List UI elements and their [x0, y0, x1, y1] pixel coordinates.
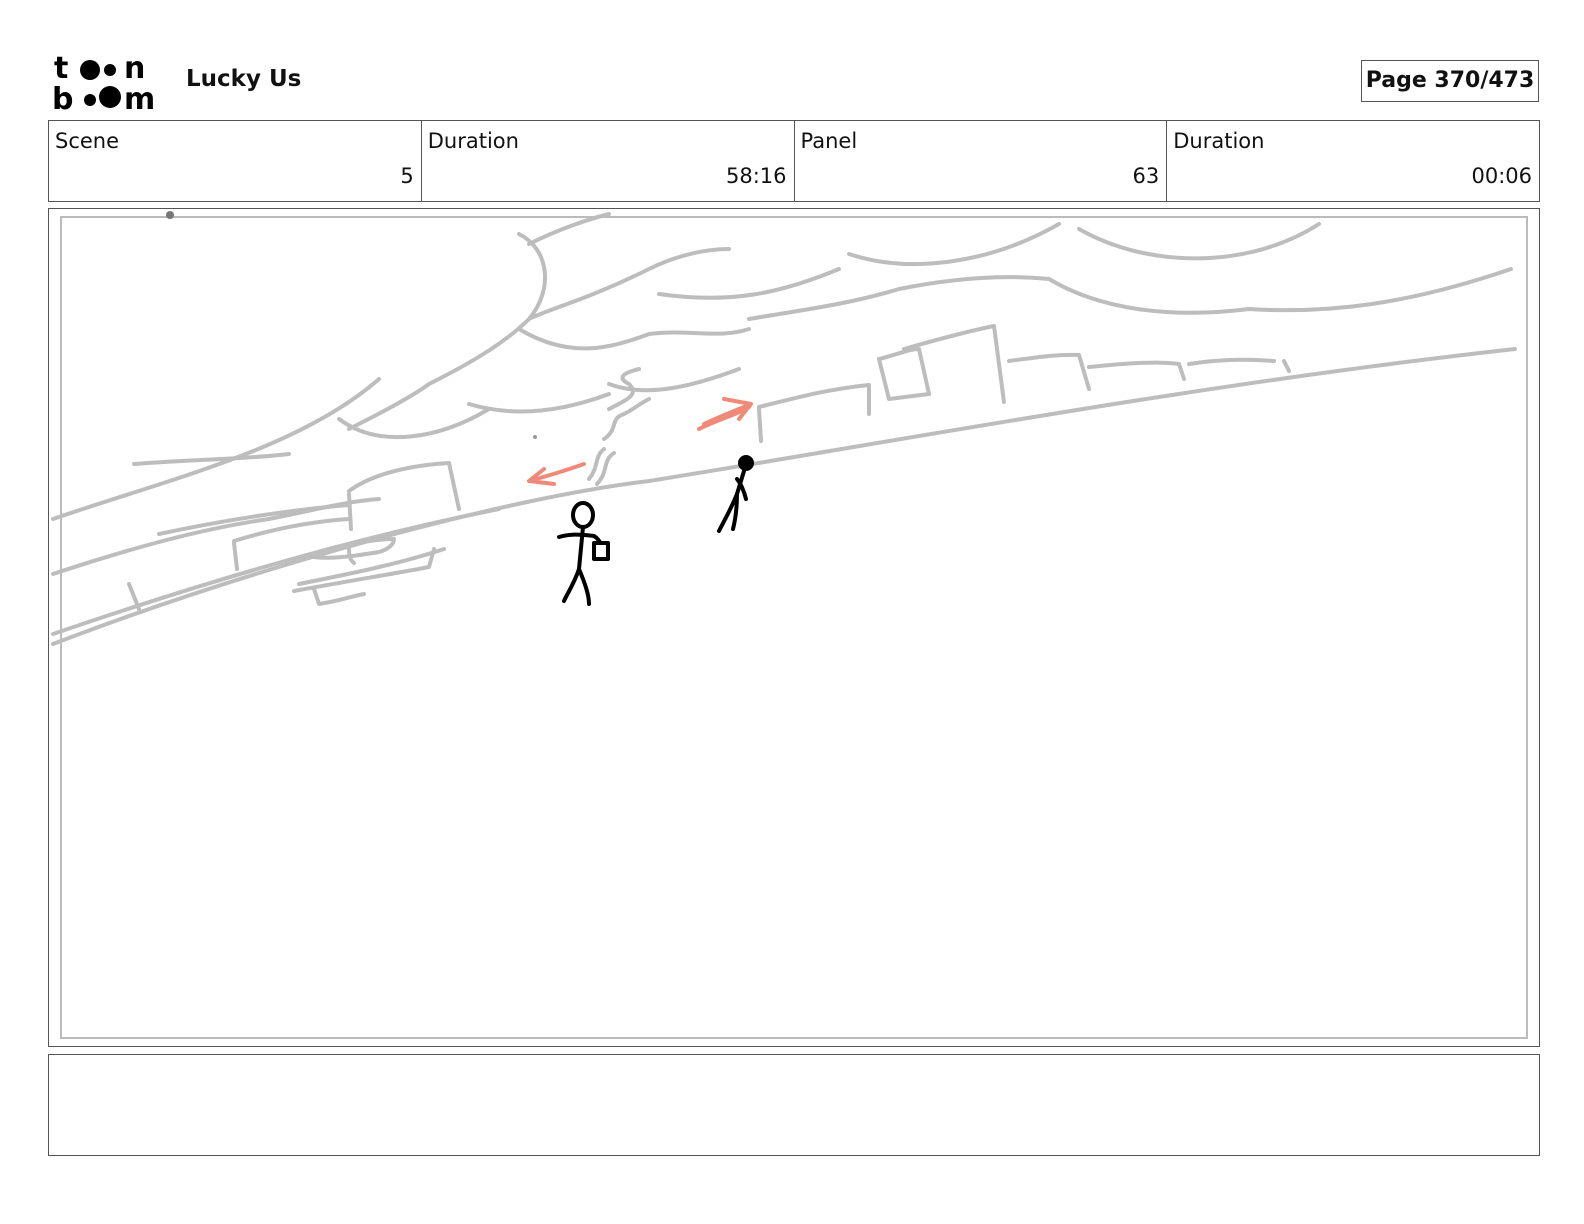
panel-sketch — [51, 211, 1517, 646]
motion-arrows — [527, 397, 753, 486]
figure-left — [557, 501, 610, 606]
svg-text:m: m — [124, 82, 155, 112]
panel-duration-cell: Duration 00:06 — [1167, 121, 1539, 201]
figure-right — [717, 455, 754, 533]
scene-cell: Scene 5 — [49, 121, 422, 201]
background-sketch — [51, 212, 1517, 646]
panel-cell: Panel 63 — [795, 121, 1168, 201]
info-strip: Scene 5 Duration 58:16 Panel 63 Duration… — [48, 120, 1540, 202]
scene-value: 5 — [400, 164, 414, 188]
toon-boom-logo: t n b m — [52, 51, 155, 112]
panel-value: 63 — [1132, 164, 1160, 188]
scene-duration-value: 58:16 — [725, 164, 787, 188]
project-title: Lucky Us — [186, 66, 302, 92]
panel-notes — [48, 1054, 1540, 1156]
scene-duration-label: Duration — [427, 129, 519, 153]
page-counter: Page 370/473 — [1361, 60, 1539, 102]
stray-dot — [533, 435, 537, 439]
scene-duration-cell: Duration 58:16 — [422, 121, 795, 201]
panel-duration-label: Duration — [1173, 129, 1265, 153]
svg-text:n: n — [124, 51, 145, 86]
camera-frame — [60, 216, 1528, 1039]
storyboard-panel — [48, 208, 1540, 1047]
scene-label: Scene — [55, 129, 120, 153]
panel-duration-value: 00:06 — [1471, 164, 1532, 188]
panel-label: Panel — [800, 129, 858, 153]
svg-text:b: b — [52, 82, 73, 112]
stray-mark — [166, 211, 174, 219]
svg-text:t: t — [54, 51, 68, 86]
